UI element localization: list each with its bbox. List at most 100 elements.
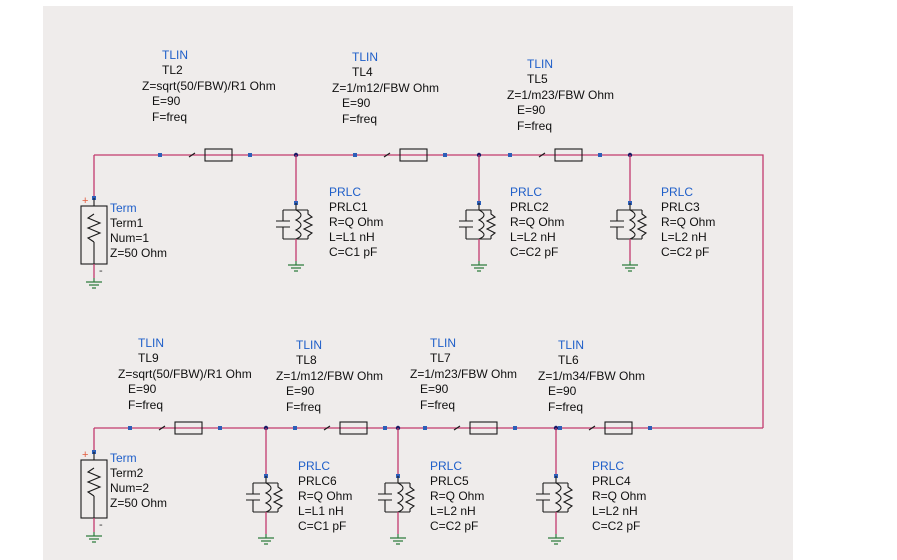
pin-marker [443, 153, 447, 157]
tline-impedance-label: Z=1/m12/FBW Ohm [332, 81, 439, 95]
tline-slash [188, 152, 196, 158]
prlc-prlc4[interactable] [536, 428, 574, 545]
tline-frequency-label: F=freq [548, 400, 583, 414]
prlc-resistance-label: R=Q Ohm [510, 215, 564, 229]
tline-name-label: TL6 [558, 353, 579, 367]
ground-icon [622, 261, 638, 272]
tline-name-label: TL9 [138, 351, 159, 365]
inductor-branch [294, 209, 302, 240]
ground-icon [390, 534, 406, 545]
prlc-type-label: PRLC [661, 185, 693, 199]
resistor-branch [272, 483, 284, 512]
prlc-prlc5[interactable] [378, 428, 416, 545]
capacitor-branch [246, 483, 260, 512]
tline-tl2[interactable] [158, 148, 252, 162]
prlc-prlc3[interactable] [610, 155, 648, 272]
pin-marker [508, 153, 512, 157]
pin-marker [423, 426, 427, 430]
tline-type-label: TLIN [430, 336, 456, 350]
tline-tl7[interactable] [423, 421, 517, 435]
prlc-inductance-label: L=L2 nH [430, 504, 476, 518]
prlc-resistance-label: R=Q Ohm [430, 489, 484, 503]
tline-type-label: TLIN [162, 48, 188, 62]
tline-slash [158, 425, 166, 431]
ground-icon [86, 278, 102, 289]
capacitor-branch [610, 210, 624, 239]
prlc-inductance-label: L=L2 nH [661, 230, 707, 244]
prlc-type-label: PRLC [430, 459, 462, 473]
prlc-type-label: PRLC [510, 185, 542, 199]
pin-marker [293, 426, 297, 430]
pin-marker [383, 426, 387, 430]
tline-name-label: TL7 [430, 351, 451, 365]
term-term1[interactable]: +- [80, 195, 108, 289]
tline-tl8[interactable] [293, 421, 387, 435]
tline-tl9[interactable] [128, 421, 222, 435]
term-number-label: Num=1 [110, 231, 149, 245]
tline-name-label: TL2 [162, 63, 183, 77]
prlc-type-label: PRLC [298, 459, 330, 473]
capacitor-branch [378, 483, 392, 512]
tline-frequency-label: F=freq [517, 119, 552, 133]
prlc-capacitance-label: C=C2 pF [592, 519, 640, 533]
tline-frequency-label: F=freq [342, 112, 377, 126]
prlc-prlc2[interactable] [459, 155, 497, 272]
term-impedance-label: Z=50 Ohm [110, 246, 167, 260]
pin-marker [648, 426, 652, 430]
prlc-name-label: PRLC6 [298, 474, 337, 488]
term-number-label: Num=2 [110, 481, 149, 495]
resistor-branch [404, 483, 416, 512]
prlc-capacitance-label: C=C1 pF [329, 245, 377, 259]
inductor-branch [554, 482, 562, 513]
resistor-branch [636, 210, 648, 239]
prlc-inductance-label: L=L1 nH [298, 504, 344, 518]
ground-icon [471, 261, 487, 272]
tline-type-label: TLIN [296, 338, 322, 352]
tline-length-label: E=90 [420, 382, 449, 396]
tline-length-label: E=90 [548, 384, 577, 398]
prlc-name-label: PRLC1 [329, 200, 368, 214]
tline-type-label: TLIN [138, 336, 164, 350]
pin-marker [513, 426, 517, 430]
term-term2[interactable]: +- [80, 449, 108, 543]
prlc-inductance-label: L=L1 nH [329, 230, 375, 244]
term-resistor [86, 467, 102, 497]
wire-top-main [94, 154, 764, 428]
term-type-label: Term [110, 451, 137, 465]
tline-frequency-label: F=freq [128, 398, 163, 412]
components: +- +- [80, 148, 652, 545]
tline-tl5[interactable] [508, 148, 602, 162]
term-resistor [86, 213, 102, 243]
tline-length-label: E=90 [128, 382, 157, 396]
pin-marker [158, 153, 162, 157]
tline-frequency-label: F=freq [286, 400, 321, 414]
pin-marker [248, 153, 252, 157]
tline-length-label: E=90 [286, 384, 315, 398]
tline-length-label: E=90 [152, 94, 181, 108]
prlc-inductance-label: L=L2 nH [510, 230, 556, 244]
prlc-name-label: PRLC3 [661, 200, 700, 214]
prlc-prlc6[interactable] [246, 428, 284, 545]
capacitor-branch [536, 483, 550, 512]
prlc-resistance-label: R=Q Ohm [329, 215, 383, 229]
term-name-label: Term1 [110, 216, 144, 230]
pin-marker [598, 153, 602, 157]
resistor-branch [302, 210, 314, 239]
tline-body [339, 421, 368, 435]
capacitor-branch [459, 210, 473, 239]
prlc-resistance-label: R=Q Ohm [592, 489, 646, 503]
tline-impedance-label: Z=1/m12/FBW Ohm [276, 369, 383, 383]
prlc-type-label: PRLC [329, 185, 361, 199]
prlc-prlc1[interactable] [276, 155, 314, 272]
tline-impedance-label: Z=sqrt(50/FBW)/R1 Ohm [118, 367, 252, 381]
tline-length-label: E=90 [517, 103, 546, 117]
tline-tl6[interactable] [558, 421, 652, 435]
tline-tl4[interactable] [353, 148, 447, 162]
inductor-branch [628, 209, 636, 240]
prlc-name-label: PRLC4 [592, 474, 631, 488]
tline-body [174, 421, 203, 435]
term-name-label: Term2 [110, 466, 144, 480]
tline-body [604, 421, 633, 435]
prlc-inductance-label: L=L2 nH [592, 504, 638, 518]
